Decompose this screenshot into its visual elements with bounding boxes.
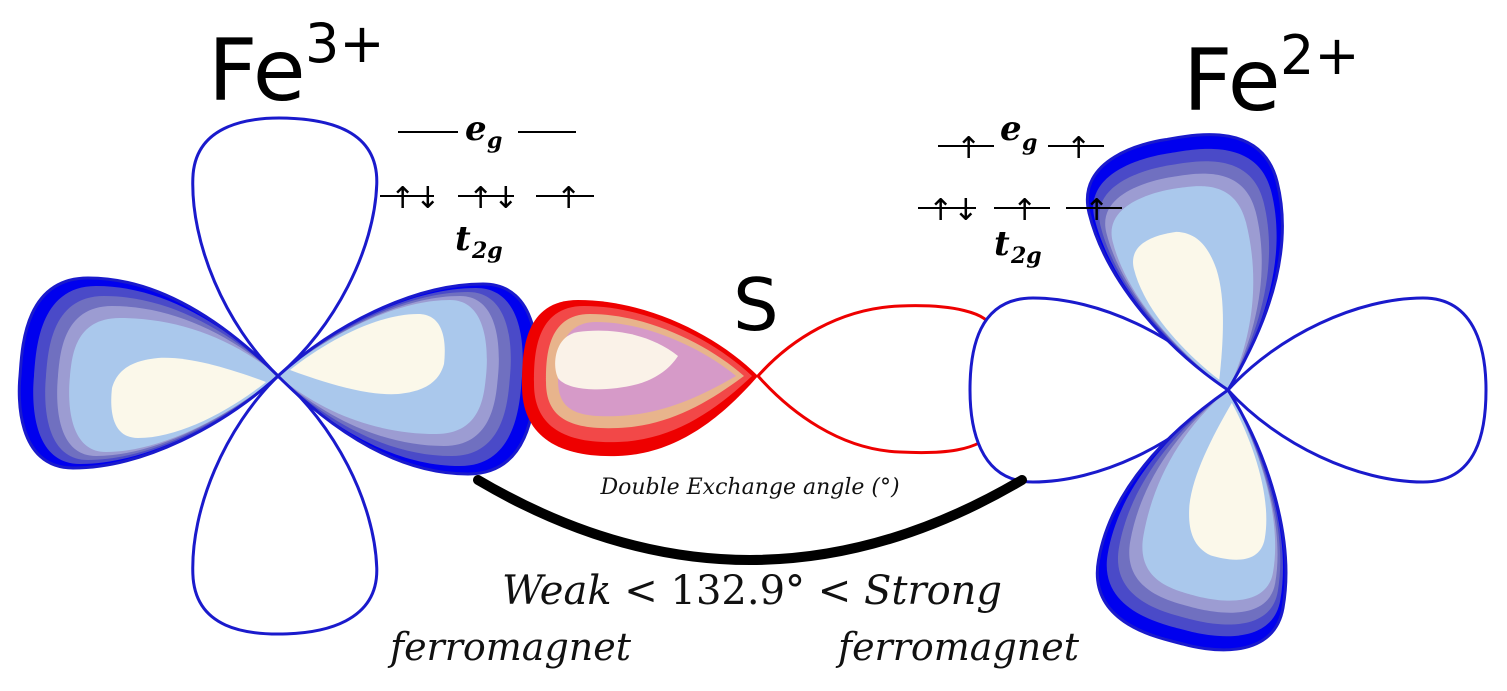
strong-label: Strong	[864, 568, 1002, 614]
fe2-t2g-spin-3: ↑	[1084, 193, 1109, 228]
fe3-label: Fe 3+	[208, 12, 385, 121]
double-exchange-angle-caption: Double Exchange angle (°)	[599, 475, 899, 500]
fe2-eg-label: e	[1000, 109, 1022, 149]
svg-text:2g: 2g	[471, 238, 503, 264]
fe2-t2g-label: t	[994, 224, 1010, 264]
threshold-angle: 132.9°	[671, 568, 806, 614]
fe2-symbol: Fe	[1183, 31, 1281, 131]
strong-ferromagnet-label: ferromagnet	[835, 625, 1080, 669]
fe3-symbol: Fe	[208, 21, 306, 121]
fe2-charge: 2+	[1280, 24, 1360, 87]
fe2-eg-spin-1: ↑	[956, 131, 981, 166]
svg-text:g: g	[1022, 130, 1037, 156]
fe3-t2g-spin-3: ↑	[556, 181, 581, 216]
fe2-d-orbital	[968, 113, 1488, 663]
fe3-t2g-spin-1: ↑↓	[390, 181, 440, 216]
svg-text:2g: 2g	[1010, 243, 1042, 269]
fe3-d-orbital	[17, 113, 539, 639]
fe3-t2g-label: t	[455, 219, 471, 259]
sulfur-label: S	[733, 263, 779, 347]
fe2-label: Fe 2+	[1183, 24, 1360, 131]
svg-text:g: g	[487, 128, 502, 154]
fe2-t2g-spin-2: ↑	[1012, 193, 1037, 228]
fe2-t2g-spin-1: ↑↓	[928, 193, 978, 228]
fe2-eg-spin-2: ↑	[1066, 131, 1091, 166]
fe3-t2g-spin-2: ↑↓	[468, 181, 518, 216]
fe2-energy-levels: ↑ ↑ e g ↑↓ ↑ ↑ t 2g	[918, 109, 1122, 269]
fe3-energy-levels: e g ↑↓ ↑↓ ↑ t 2g	[380, 109, 594, 264]
strength-range: Weak < 132.9° < Strong	[502, 568, 1002, 614]
weak-ferromagnet-label: ferromagnet	[387, 625, 632, 669]
fe3-charge: 3+	[305, 12, 385, 75]
fe3-eg-label: e	[465, 109, 487, 149]
exchange-angle-arc	[473, 475, 1027, 565]
weak-label: Weak	[502, 568, 612, 614]
